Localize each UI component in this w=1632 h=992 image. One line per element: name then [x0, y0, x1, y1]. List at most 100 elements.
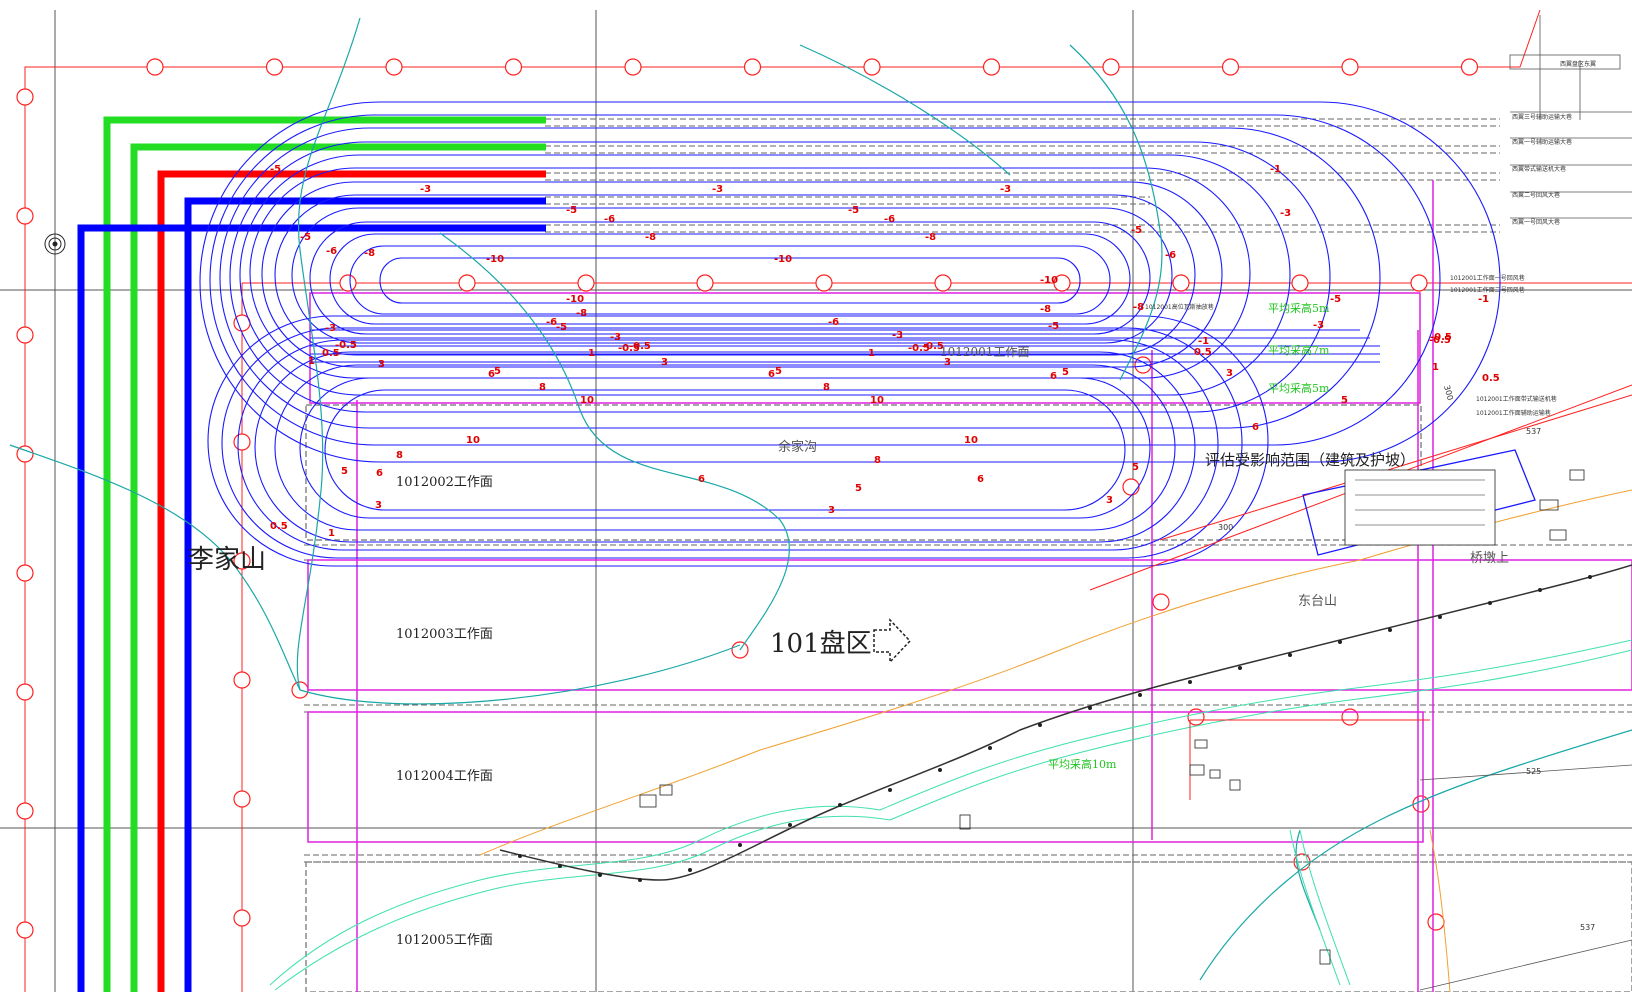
- contour-value-label: -1: [1270, 164, 1281, 175]
- contour-value-label: -3: [712, 184, 723, 195]
- contour-value-label: -8: [1040, 304, 1051, 315]
- contour-value-label: 3: [944, 357, 951, 368]
- contour-value-label: -0.5: [1430, 332, 1452, 343]
- boundary-circle: [934, 274, 952, 292]
- contour-value-label: -5: [566, 205, 577, 216]
- contour-value-label: 3: [1106, 495, 1113, 506]
- boundary-circle: [1122, 478, 1140, 496]
- region-arrow-icon: [873, 618, 912, 664]
- contour-value-label: 0.5: [270, 521, 288, 532]
- contour-value-label: -10: [486, 254, 504, 265]
- contour-value-label: -0.5: [618, 343, 640, 354]
- contour-value-label: -6: [326, 246, 337, 257]
- blue-road-inner: [184, 197, 546, 992]
- contour-value-label: 0.5: [322, 348, 340, 359]
- roadway-label-9: 1012001高位瓦斯抽放巷: [1145, 303, 1214, 311]
- contour-value-label: -3: [325, 323, 336, 334]
- subsidence-contours: [199, 101, 1501, 567]
- mining-height-4: 平均采高10m: [1048, 757, 1117, 771]
- boundary-circle: [16, 445, 34, 463]
- contour-value-label: -0.5: [335, 340, 357, 351]
- contour-value-label: -0.5: [908, 343, 930, 354]
- contour-value-label: 5: [1132, 462, 1139, 473]
- contour-value-label: 8: [396, 450, 403, 461]
- panel-outlines: [305, 180, 1632, 992]
- boundary-circle: [1152, 593, 1170, 611]
- boundary-circle: [1460, 58, 1479, 76]
- boundary-circle: [233, 552, 251, 570]
- mining-height-2: 平均采高7m: [1268, 343, 1330, 357]
- rail-line: [499, 564, 1632, 881]
- contour-value-label: -3: [610, 332, 621, 343]
- contour-value-label: 3: [828, 505, 835, 516]
- boundary-circle: [863, 58, 881, 76]
- contour-value-label: -3: [1000, 184, 1011, 195]
- roadway-label-0: 西翼三号辅助运输大巷: [1512, 113, 1572, 121]
- contour-value-label: 3: [378, 359, 385, 370]
- contour-value-label: -6: [828, 317, 839, 328]
- boundary-circle: [16, 326, 34, 344]
- contour-value-label: 3: [375, 500, 382, 511]
- top-right-label: 西翼盘区东翼: [1560, 60, 1596, 68]
- face-label-1012004: 1012004工作面: [396, 769, 493, 784]
- town-label: 东台山: [1298, 594, 1337, 609]
- contour-value-label: 10: [466, 435, 480, 446]
- boundary-circle: [577, 274, 595, 292]
- contour-value-label: -10: [774, 254, 792, 265]
- face-1012001-outline: [309, 292, 1421, 404]
- contour-value-label: 1: [1432, 362, 1439, 373]
- valley-label: 余家沟: [778, 439, 817, 455]
- contour-value-label: -3: [892, 330, 903, 341]
- boundary-circle: [16, 564, 34, 582]
- boundary-circle: [233, 671, 251, 689]
- boundary-circle: [233, 433, 251, 451]
- scale-value-0: 300: [1218, 523, 1233, 532]
- contour-value-label: -5: [1131, 225, 1142, 236]
- face-label-1012005: 1012005工作面: [396, 933, 493, 948]
- contour-value-label: 3: [1226, 368, 1233, 379]
- roadway-label-1: 西翼一号辅助运输大巷: [1512, 138, 1572, 146]
- boundary-circle: [743, 58, 762, 76]
- contour-labels: -3 -3 -3 -1 -3 -5 -5 -6 -6 -5 -8 -8 -6 -10 -10 -10 -5 -5 -…: [270, 164, 1500, 539]
- contour-value-label: -5: [270, 164, 281, 175]
- contour-value-label: -6: [884, 214, 895, 225]
- boundary-circle: [1410, 274, 1428, 292]
- contour-value-label: 8: [823, 382, 830, 393]
- contour-value-label: -10: [566, 294, 584, 305]
- contour-value-label: -8: [364, 248, 375, 259]
- contour-value-label: 10: [580, 395, 594, 406]
- boundary-circle: [16, 207, 34, 225]
- contour-value-label: 8: [539, 382, 546, 393]
- boundary-circle: [146, 58, 164, 76]
- control-point-icon: [44, 233, 66, 255]
- contour-value-label: -3: [1280, 208, 1291, 219]
- boundary-circle: [696, 274, 714, 292]
- contour-value-label: -3: [420, 184, 431, 195]
- contour-value-label: 5: [855, 483, 862, 494]
- contour-value-label: 5: [1341, 395, 1348, 406]
- buildings: [639, 469, 1585, 965]
- contour-value-label: 6: [488, 369, 495, 380]
- boundary-circle: [16, 802, 34, 820]
- impact-range: [1302, 449, 1536, 556]
- contour-value-label: -1: [1198, 336, 1209, 347]
- roadway-label-7: 1012001工作面带式输送机巷: [1476, 395, 1557, 403]
- scale-value-3: 537: [1526, 427, 1541, 436]
- mining-height-1: 平均采高5m: [1268, 301, 1330, 315]
- survey-lines: [1089, 384, 1632, 800]
- contour-value-label: 5: [341, 466, 348, 477]
- orange-road: [479, 489, 1632, 992]
- contour-value-label: -5: [1048, 321, 1059, 332]
- contour-value-label: 6: [376, 468, 383, 479]
- face-1012003-outline: [307, 559, 1632, 691]
- rivers: [9, 17, 1632, 981]
- contour-value-label: 1: [868, 348, 875, 359]
- contour-value-label: -8: [925, 232, 936, 243]
- contour-value-label: 0.5: [1482, 373, 1500, 384]
- contour-value-label: -5: [300, 232, 311, 243]
- main-roads: [77, 116, 546, 992]
- rail-dots: [518, 575, 1592, 882]
- contour-value-label: 6: [1252, 422, 1259, 433]
- boundary-circle: [233, 909, 251, 927]
- impact-range-label: 评估受影响范围（建筑及护坡）: [1205, 451, 1415, 469]
